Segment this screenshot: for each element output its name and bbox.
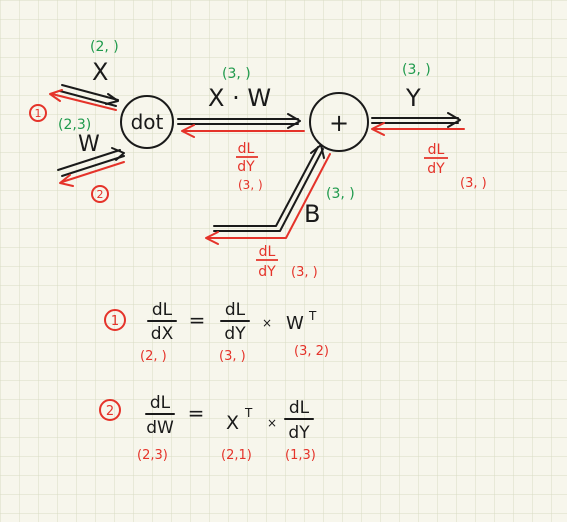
grad-mid-den: dY — [237, 159, 255, 175]
eq1-equals: = — [189, 308, 206, 332]
x-gradient-arrow — [49, 89, 117, 111]
w-input-arrow — [57, 147, 125, 177]
xw-shape-label: (3, ) — [222, 66, 251, 82]
xw-gradient-arrow — [181, 124, 305, 138]
eq1-shape-dy: (3, ) — [219, 349, 246, 364]
eq2-lhs-num: dL — [150, 393, 171, 413]
xw-label: X · W — [208, 84, 271, 112]
eq2-rhs-num: dL — [289, 398, 310, 418]
eq2-marker-circle — [99, 399, 121, 421]
eq1-lhs-den: dX — [151, 324, 174, 344]
eq1-marker-circle — [104, 309, 126, 331]
eq2-shape-lhs: (2,3) — [137, 448, 168, 463]
grad-mid-num: dL — [238, 141, 255, 157]
svg-text:1: 1 — [35, 107, 42, 120]
eq1-marker: 1 — [111, 314, 119, 329]
b-shape-label: (3, ) — [326, 186, 355, 202]
eq2-shape-xt: (2,1) — [221, 448, 252, 463]
grad-bottom-num: dL — [259, 244, 276, 260]
eq1-times: × — [262, 316, 272, 330]
y-label: Y — [405, 84, 421, 112]
equation-two: 2 dL dW = X T × dL dY (2,3) (2,1) (1,3) — [99, 393, 316, 463]
grad-bottom-shape: (3, ) — [291, 265, 318, 280]
x-label: X — [92, 58, 108, 86]
b-label: B — [304, 200, 320, 228]
equation-one: 1 dL dX = dL dY × W T (2, ) (3, ) (3, 2) — [104, 300, 329, 364]
x-input-arrow — [59, 84, 119, 107]
grad-right-den: dY — [427, 161, 445, 177]
eq1-w: W — [286, 313, 304, 334]
eq2-lhs-den: dW — [146, 418, 174, 438]
grad-mid: dL dY (3, ) — [236, 141, 263, 192]
grad-bottom: dL dY (3, ) — [256, 244, 318, 280]
eq2-shape-dy: (1,3) — [285, 448, 316, 463]
dot-node — [120, 95, 174, 149]
y-gradient-arrow — [371, 122, 465, 136]
eq2-x: X — [226, 412, 239, 434]
dot-node-label: dot — [131, 110, 164, 134]
grad-right-shape: (3, ) — [460, 176, 487, 191]
marker-two-graph: 2 — [91, 185, 109, 203]
eq2-marker: 2 — [106, 404, 114, 419]
eq2-times: × — [267, 416, 277, 430]
eq2-transpose: T — [244, 406, 253, 420]
grad-mid-shape: (3, ) — [238, 178, 263, 192]
y-shape-label: (3, ) — [402, 62, 431, 78]
b-gradient-arrow — [205, 153, 331, 245]
grad-right: dL dY (3, ) — [424, 142, 487, 191]
grad-bottom-den: dY — [258, 264, 276, 280]
w-label: W — [78, 132, 100, 157]
svg-text:2: 2 — [97, 188, 104, 201]
marker-one-graph: 1 — [29, 104, 47, 122]
eq1-transpose: T — [308, 309, 317, 323]
x-shape-label: (2, ) — [90, 39, 119, 55]
eq2-rhs-den: dY — [288, 423, 310, 443]
xw-forward-arrow — [177, 113, 301, 129]
grad-right-num: dL — [428, 142, 445, 158]
eq1-lhs-num: dL — [152, 300, 173, 320]
eq1-shape-lhs: (2, ) — [140, 349, 167, 364]
eq1-shape-wt: (3, 2) — [294, 344, 329, 359]
w-shape-label: (2,3) — [58, 117, 91, 133]
y-output-arrow — [371, 112, 461, 128]
b-input-arrow — [213, 144, 325, 232]
plus-node — [309, 92, 369, 152]
eq2-equals: = — [188, 401, 205, 425]
eq1-rhs-den: dY — [224, 324, 246, 344]
w-gradient-arrow — [59, 161, 125, 187]
eq1-rhs-num: dL — [225, 300, 246, 320]
plus-node-label: + — [329, 109, 349, 137]
